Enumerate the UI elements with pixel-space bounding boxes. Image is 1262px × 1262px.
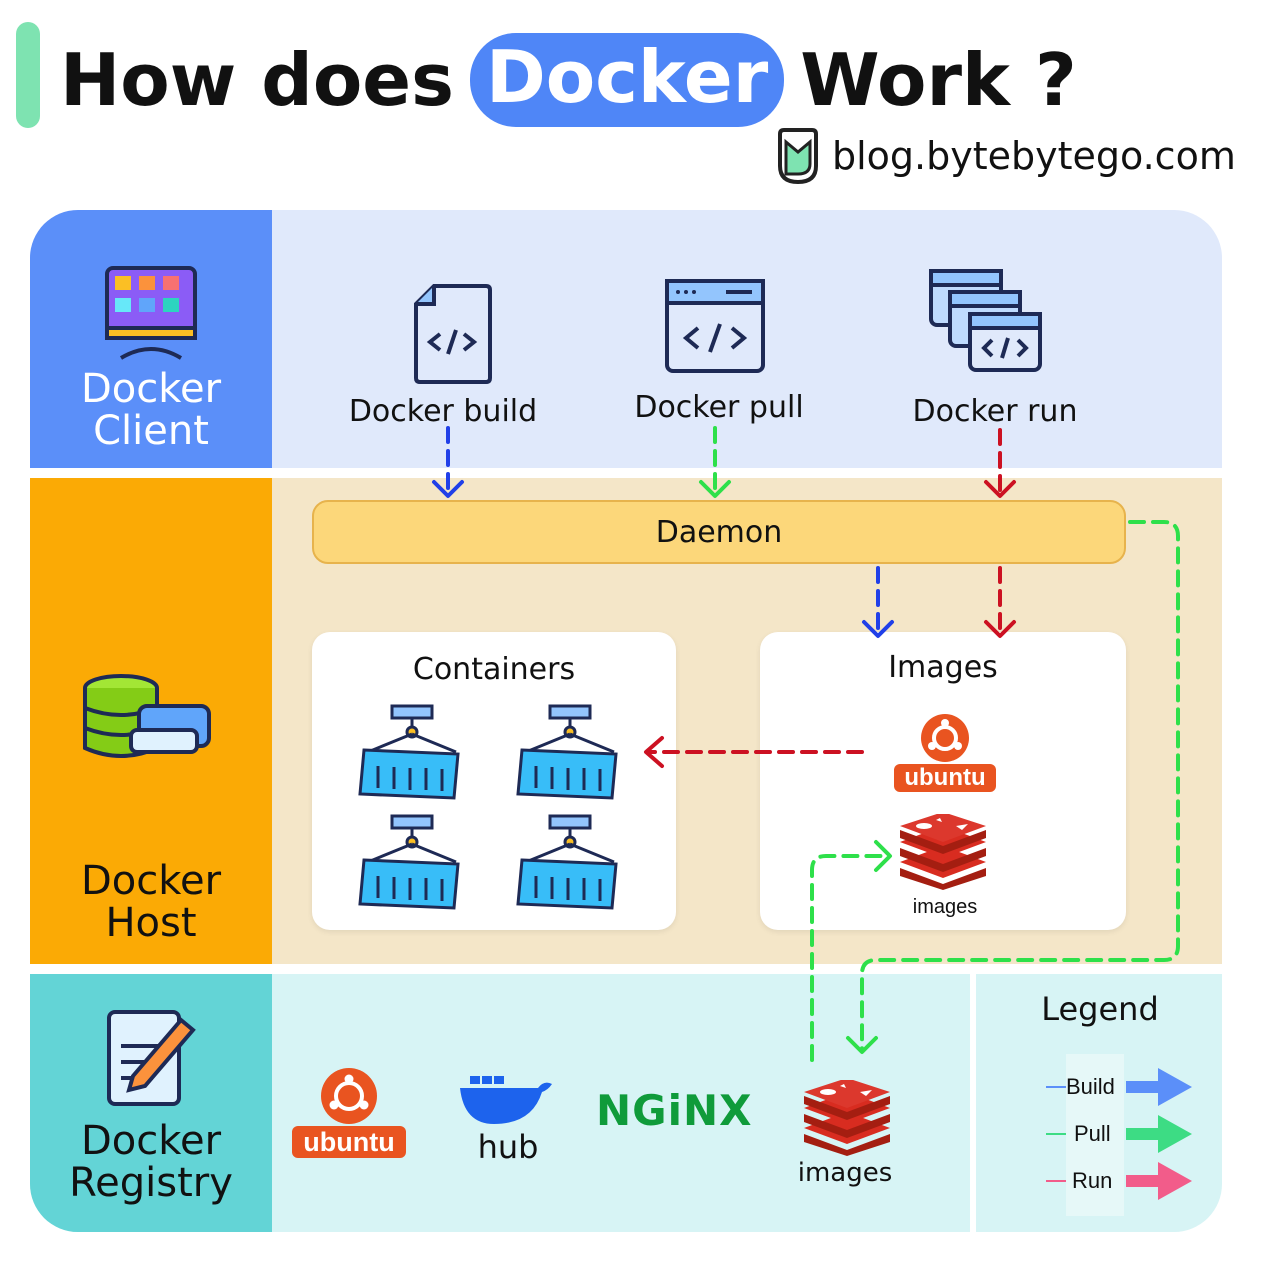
docker-host-line1: Docker: [80, 858, 222, 904]
legend-box: [1066, 1054, 1124, 1216]
title-highlight: Docker: [470, 33, 785, 127]
docker-host-line2: Host: [105, 900, 197, 946]
redis-icon: [804, 1080, 890, 1156]
legend-pull-label: Pull: [1074, 1121, 1111, 1146]
container-icon-4: [516, 814, 618, 910]
bytebytego-logo-icon: [778, 128, 818, 184]
docker-client-label: Docker Client: [30, 262, 272, 452]
docker-client-line1: Docker: [80, 366, 222, 412]
images-title: Images: [888, 650, 998, 685]
legend-build-arrow: [1126, 1068, 1192, 1106]
daemon-bar: Daemon: [312, 500, 1126, 564]
registry-redis-logo: [800, 1080, 894, 1156]
title-text-after: Work ?: [800, 38, 1077, 122]
docker-hub-text: hub: [477, 1128, 539, 1166]
monitor-icon: [105, 266, 197, 360]
page-title: How does Docker Work ?: [60, 30, 1077, 130]
nginx-logo: NGiNX: [596, 1086, 753, 1135]
site-url: blog.bytebytego.com: [832, 134, 1236, 178]
docker-build-command: [412, 282, 492, 386]
stacked-windows-icon: [929, 269, 1042, 372]
docker-pull-label: Docker pull: [634, 390, 804, 425]
redis-icon: [900, 814, 986, 890]
registry-ubuntu-logo: ubuntu: [290, 1064, 408, 1160]
registry-ubuntu-text: ubuntu: [303, 1127, 395, 1157]
docker-host-label: Docker Host: [30, 672, 272, 944]
containers-grid: [358, 704, 618, 910]
images-ubuntu-text: ubuntu: [904, 764, 986, 791]
container-icon-1: [358, 704, 460, 800]
legend-arrows: [1046, 1068, 1192, 1200]
title-accent-bar: [16, 22, 40, 128]
docker-registry-line2: Registry: [69, 1160, 233, 1206]
docker-build-label: Docker build: [348, 394, 538, 429]
browser-code-icon: [665, 279, 765, 373]
images-ubuntu-logo: ubuntu: [890, 710, 1000, 794]
docker-whale-icon: [460, 1076, 552, 1124]
docker-pull-command: [664, 278, 766, 374]
docker-hub-logo: hub: [458, 1070, 558, 1166]
site-credit: blog.bytebytego.com: [776, 126, 1236, 186]
images-redis-caption: images: [912, 896, 978, 918]
docker-client-line2: Client: [93, 408, 209, 454]
docker-run-command: [928, 268, 1044, 374]
title-text-before: How does: [60, 38, 454, 122]
ubuntu-icon: [292, 1068, 406, 1158]
file-code-icon: [414, 284, 492, 384]
legend-run-label: Run: [1072, 1168, 1113, 1193]
legend-build-label: Build: [1066, 1074, 1115, 1099]
legend-run-arrow: [1126, 1162, 1192, 1200]
database-server-icon: [83, 674, 211, 758]
legend-pull-arrow: [1126, 1115, 1192, 1153]
registry-redis-caption: images: [797, 1158, 893, 1188]
docker-run-label: Docker run: [912, 394, 1078, 429]
document-pen-icon: [107, 1010, 196, 1106]
container-icon-3: [358, 814, 460, 910]
docker-registry-label: Docker Registry: [30, 1006, 272, 1204]
legend-title: Legend: [1041, 990, 1159, 1028]
containers-title: Containers: [412, 652, 576, 687]
images-redis-logo: [896, 814, 990, 890]
docker-registry-line1: Docker: [80, 1118, 222, 1164]
container-icon-2: [516, 704, 618, 800]
